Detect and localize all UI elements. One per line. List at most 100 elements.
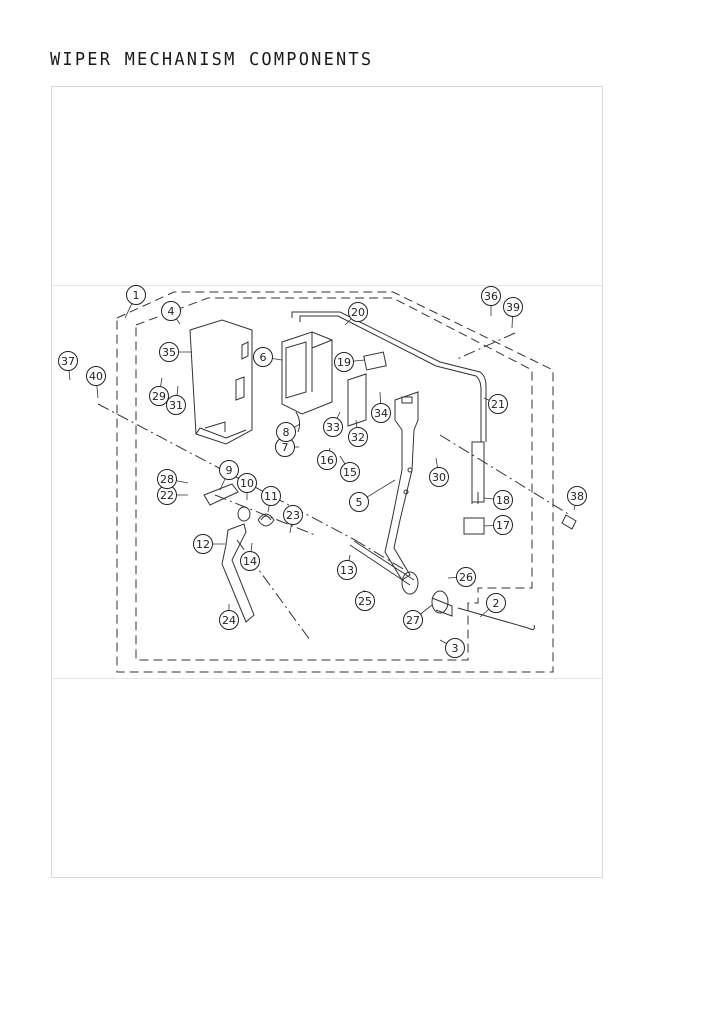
callout-6: 6: [253, 347, 283, 367]
connector-block: [463, 517, 485, 535]
callout-23: 23: [283, 505, 303, 534]
callout-label: 2: [493, 597, 500, 610]
axis-line: [439, 434, 571, 516]
callout-5: 5: [349, 479, 396, 512]
callout-circle: [58, 351, 78, 371]
callout-label: 11: [264, 490, 278, 503]
callout-circle: [403, 610, 423, 630]
callout-label: 15: [343, 466, 357, 479]
callout-circle: [493, 515, 513, 535]
callout-circle: [276, 422, 296, 442]
callout-28: 28: [157, 469, 189, 489]
diagram-frame: [51, 86, 603, 878]
callout-31: 31: [166, 385, 186, 415]
callout-label: 16: [320, 454, 334, 467]
callout-label: 14: [243, 555, 257, 568]
callout-circle: [323, 417, 343, 437]
connector: [363, 351, 387, 371]
callout-label: 9: [226, 464, 233, 477]
callout-14: 14: [240, 542, 260, 571]
callout-circle: [429, 467, 449, 487]
lever-arm: [221, 523, 255, 623]
callout-label: 24: [222, 614, 236, 627]
callout-26: 26: [447, 567, 476, 587]
callout-9: 9: [219, 460, 239, 491]
callout-label: 35: [162, 346, 176, 359]
callout-label: 33: [326, 421, 340, 434]
callout-label: 12: [196, 538, 210, 551]
callout-label: 1: [133, 289, 140, 302]
callout-22: 22: [157, 485, 188, 505]
callout-label: 20: [351, 306, 365, 319]
callout-40: 40: [86, 366, 106, 399]
motor-unit: [295, 411, 301, 433]
callout-37: 37: [58, 351, 78, 381]
stop-pin: [561, 514, 577, 530]
callout-label: 37: [61, 355, 75, 368]
callout-label: 29: [152, 390, 166, 403]
callout-label: 26: [459, 571, 473, 584]
callout-label: 30: [432, 471, 446, 484]
link-hole: [403, 489, 409, 495]
wire-harness: [291, 311, 487, 442]
callout-label: 36: [484, 290, 498, 303]
callout-39: 39: [503, 297, 523, 329]
callout-7: 7: [275, 437, 299, 457]
callout-circle: [161, 301, 181, 321]
axis-line: [214, 494, 316, 536]
assembly-boundary-inner: [135, 297, 533, 661]
callout-13: 13: [337, 554, 357, 580]
callout-label: 22: [160, 489, 174, 502]
callout-circle: [166, 395, 186, 415]
callout-circle: [219, 460, 239, 480]
callout-label: 17: [496, 519, 510, 532]
callout-circle: [219, 610, 239, 630]
grid-divider: [52, 285, 602, 286]
axis-line: [354, 539, 406, 571]
callout-11: 11: [261, 486, 281, 513]
callout-38: 38: [567, 486, 587, 511]
terminals: [471, 492, 479, 504]
callout-32: 32: [348, 419, 368, 447]
callout-circle: [159, 342, 179, 362]
callout-label: 28: [160, 473, 174, 486]
callout-label: 5: [356, 496, 363, 509]
callout-circle: [253, 347, 273, 367]
callout-circle: [355, 591, 375, 611]
axis-line: [454, 332, 516, 361]
callout-circle: [348, 427, 368, 447]
drive-shaft: [349, 544, 411, 586]
motor-unit: [285, 341, 307, 399]
assembly-boundary-outer: [116, 291, 554, 673]
page-title: WIPER MECHANISM COMPONENTS: [50, 49, 374, 71]
callout-label: 8: [283, 426, 290, 439]
callout-circle: [157, 469, 177, 489]
callout-circle: [193, 534, 213, 554]
callout-19: 19: [334, 352, 366, 372]
callout-3: 3: [439, 638, 465, 658]
callout-circle: [237, 473, 257, 493]
callout-20: 20: [344, 302, 368, 326]
callout-circle: [445, 638, 465, 658]
callout-label: 34: [374, 407, 388, 420]
callout-label: 3: [452, 642, 459, 655]
callout-circle: [493, 490, 513, 510]
callout-27: 27: [403, 604, 433, 630]
callout-circle: [503, 297, 523, 317]
callout-label: 25: [358, 595, 372, 608]
bracket: [347, 373, 367, 427]
callout-18: 18: [483, 490, 513, 510]
grid-divider: [52, 678, 602, 679]
callout-33: 33: [323, 411, 343, 437]
callout-circle: [567, 486, 587, 506]
callout-label: 7: [282, 441, 289, 454]
callout-16: 16: [317, 447, 337, 470]
callout-circle: [337, 560, 357, 580]
callout-circle: [261, 486, 281, 506]
callout-circle: [349, 492, 369, 512]
callout-circle: [149, 386, 169, 406]
callout-label: 32: [351, 431, 365, 444]
callout-circle: [340, 462, 360, 482]
callout-circle: [240, 551, 260, 571]
